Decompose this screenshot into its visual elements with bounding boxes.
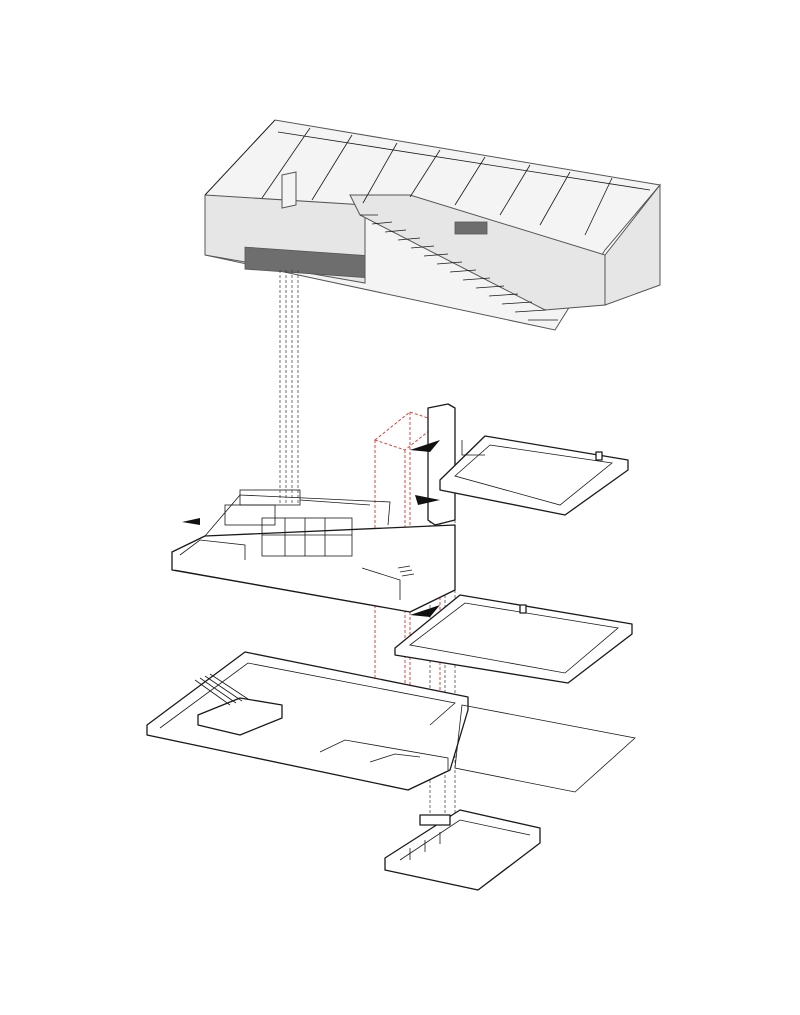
arrow-marker bbox=[410, 440, 440, 452]
middle-floor-right bbox=[394, 594, 633, 684]
upper-floor-right bbox=[439, 435, 629, 516]
arrow-marker bbox=[415, 495, 440, 505]
arrow-marker bbox=[410, 605, 440, 617]
roof-volume bbox=[204, 119, 661, 331]
ground-plane bbox=[454, 704, 636, 793]
basement bbox=[384, 809, 541, 891]
stair-tower bbox=[427, 403, 456, 526]
ground-floor bbox=[146, 651, 469, 791]
first-floor bbox=[171, 489, 456, 613]
arrow-marker bbox=[182, 518, 200, 525]
